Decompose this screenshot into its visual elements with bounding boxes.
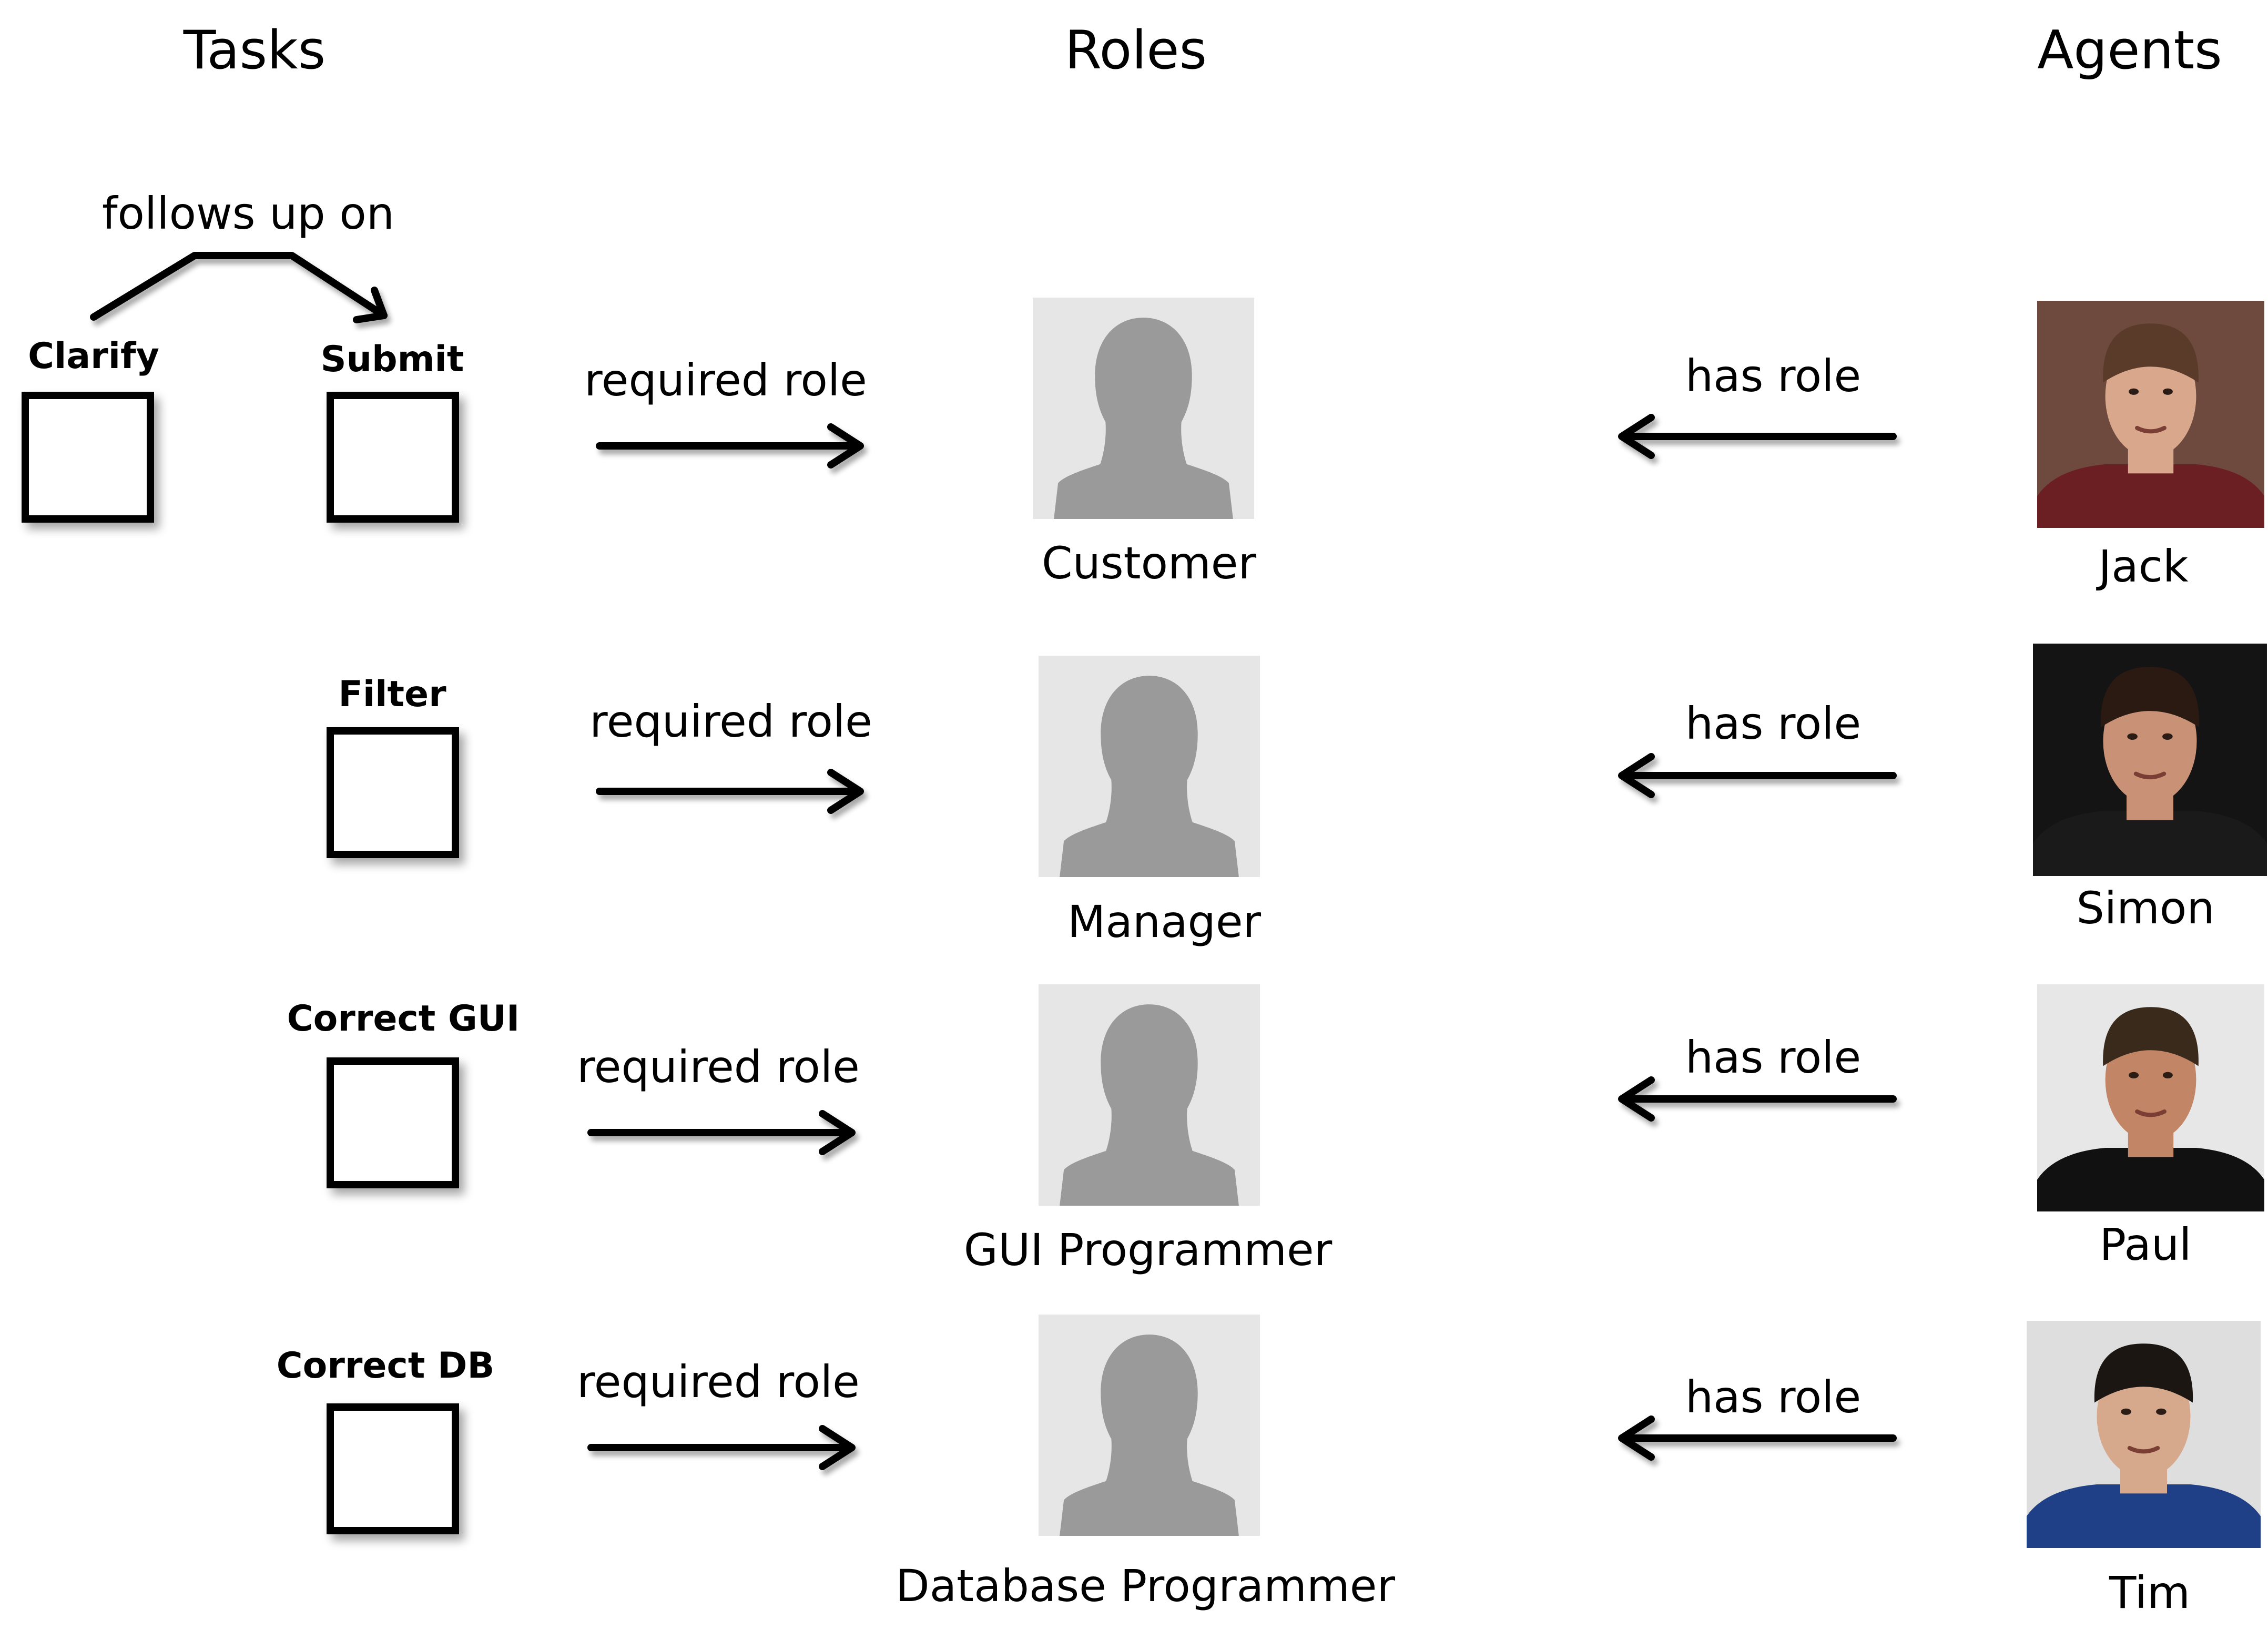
agent-name: Jack: [2096, 541, 2188, 592]
photo-hair: [2100, 667, 2200, 728]
photo-eye: [2129, 388, 2139, 395]
task-box: [22, 392, 154, 523]
photo-shirt: [2037, 1148, 2264, 1211]
required-role-label: required role: [589, 696, 872, 747]
required-role-label: required role: [577, 1041, 860, 1093]
right-arrow: [587, 1110, 856, 1155]
required-role-relation: required role: [577, 1041, 860, 1155]
agent-name: Simon: [2076, 882, 2214, 934]
has-role-relation: has role: [1618, 698, 1897, 798]
required-role-label: required role: [584, 354, 867, 406]
right-arrow: [596, 769, 864, 814]
roles-header: Roles: [1065, 19, 1207, 81]
photo-eye: [2127, 733, 2138, 740]
photo-eye: [2162, 388, 2173, 395]
follows-up-on-arrow: [90, 252, 388, 323]
right-arrow: [596, 423, 864, 468]
task-label: Correct DB: [277, 1345, 495, 1387]
role-customer: Customer: [1033, 298, 1256, 589]
required-role-relation: required role: [589, 696, 872, 814]
task-box: [327, 1403, 459, 1534]
role-label: GUI Programmer: [964, 1224, 1333, 1276]
task-filter: Filter: [327, 674, 459, 858]
role-manager: Manager: [1039, 656, 1262, 948]
agent-photo: [2037, 301, 2264, 528]
left-arrow: [1618, 753, 1897, 798]
agent-tim: Tim: [2027, 1321, 2261, 1618]
has-role-relation: has role: [1618, 350, 1897, 459]
task-box: [327, 1057, 459, 1188]
agent-simon: Simon: [2033, 644, 2267, 934]
left-arrow: [1618, 414, 1897, 459]
required-role-relation: required role: [577, 1356, 860, 1470]
photo-hair: [2103, 323, 2199, 383]
left-arrow: [1618, 1415, 1897, 1461]
role-label: Manager: [1067, 896, 1262, 948]
task-label: Correct GUI: [287, 998, 520, 1040]
has-role-label: has role: [1685, 1032, 1861, 1083]
photo-mouth: [2133, 771, 2167, 780]
agent-photo: [2033, 644, 2267, 876]
required-role-relation: required role: [584, 354, 867, 468]
tasks-header: Tasks: [183, 19, 326, 81]
agent-jack: Jack: [2037, 301, 2264, 592]
photo-eye: [2156, 1408, 2167, 1415]
photo-shirt: [2037, 464, 2264, 528]
photo-eye: [2162, 1072, 2173, 1078]
agent-photo: [2037, 984, 2264, 1211]
task-correct-gui: Correct GUI: [287, 998, 520, 1188]
role-gui-programmer: GUI Programmer: [964, 984, 1333, 1276]
task-label: Clarify: [28, 335, 159, 377]
agents-header: Agents: [2037, 19, 2222, 81]
photo-mouth: [2127, 1445, 2160, 1454]
agent-name: Paul: [2100, 1219, 2192, 1270]
has-role-relation: has role: [1618, 1371, 1897, 1461]
left-arrow: [1618, 1076, 1897, 1122]
has-role-label: has role: [1685, 1371, 1861, 1423]
photo-mouth: [2135, 1109, 2167, 1117]
task-box: [327, 392, 459, 523]
task-box: [327, 727, 459, 858]
follows-up-on-label: follows up on: [102, 188, 394, 239]
has-role-label: has role: [1685, 350, 1861, 402]
has-role-relation: has role: [1618, 1032, 1897, 1122]
photo-shirt: [2027, 1484, 2261, 1548]
photo-hair: [2103, 1007, 2199, 1066]
role-label: Database Programmer: [896, 1560, 1395, 1612]
task-label: Submit: [321, 339, 464, 380]
required-role-label: required role: [577, 1356, 860, 1408]
photo-mouth: [2135, 425, 2167, 434]
agent-paul: Paul: [2037, 984, 2264, 1270]
task-clarify: Clarify: [22, 335, 159, 523]
photo-hair: [2094, 1343, 2193, 1403]
agent-photo: [2027, 1321, 2261, 1548]
photo-eye: [2162, 733, 2173, 740]
role-label: Customer: [1042, 537, 1256, 589]
agent-name: Tim: [2109, 1567, 2190, 1618]
has-role-label: has role: [1685, 698, 1861, 749]
photo-eye: [2121, 1408, 2131, 1415]
task-submit: Submit: [321, 339, 464, 523]
photo-eye: [2129, 1072, 2139, 1078]
photo-shirt: [2033, 811, 2267, 876]
role-database-programmer: Database Programmer: [896, 1315, 1395, 1612]
task-correct-db: Correct DB: [277, 1345, 495, 1534]
task-label: Filter: [338, 674, 446, 715]
right-arrow: [587, 1425, 856, 1470]
